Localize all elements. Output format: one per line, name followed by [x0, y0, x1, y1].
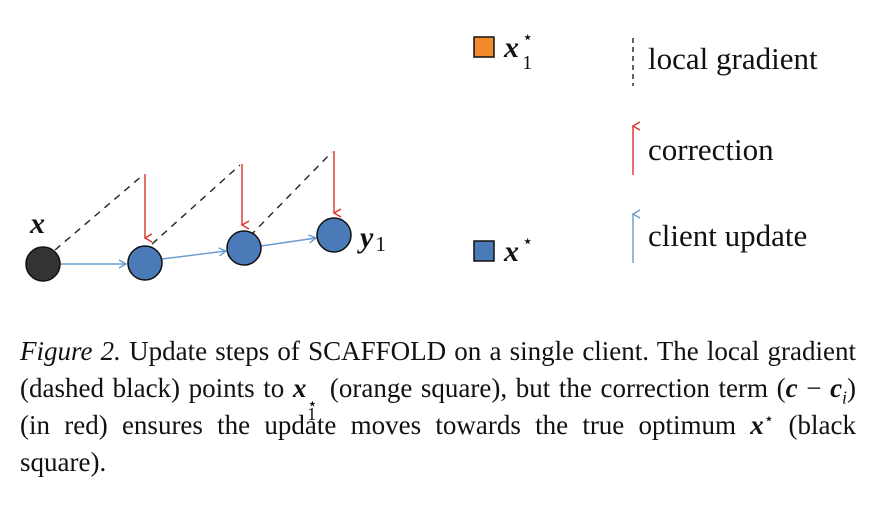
- legend-local-gradient-text: local gradient: [648, 41, 818, 76]
- end-label: y1: [357, 221, 386, 256]
- legend-x1-star-label: x⋆1: [503, 27, 533, 74]
- legend-x1-star-square: [473, 36, 495, 58]
- update-arrow-3: [260, 234, 318, 247]
- caption-part-4: (black square).: [20, 410, 856, 477]
- legend-client-update-text: client update: [648, 218, 807, 253]
- local-gradient-line-2: [151, 164, 241, 245]
- caption-math-c: c: [785, 373, 798, 403]
- caption-part-2: (orange square), but the correction term…: [321, 373, 786, 403]
- caption-math-x-star: x⋆: [750, 409, 775, 440]
- caption-part-3: ) (in red) ensures the update moves towa…: [20, 373, 856, 440]
- client-node-2: [226, 230, 262, 266]
- caption-label: Figure 2.: [20, 336, 121, 366]
- legend-correction-text: correction: [648, 132, 774, 167]
- local-gradient-line-3: [249, 151, 333, 237]
- caption-part-1: Update steps of SCAFFOLD on a single cli…: [20, 336, 856, 403]
- legend-x-star-label: x⋆: [503, 231, 533, 268]
- client-node-3: [316, 217, 352, 253]
- start-node: [25, 246, 61, 282]
- local-gradient-line-1: [54, 174, 144, 251]
- caption-math-x1-star: x⋆1: [292, 373, 318, 425]
- caption-math-ci: ci: [830, 373, 847, 408]
- update-arrow-2: [161, 247, 228, 260]
- legend-x-star-square: [473, 240, 495, 262]
- figure-caption: Figure 2. Update steps of SCAFFOLD on a …: [20, 333, 856, 481]
- caption-math-op: −: [797, 373, 831, 403]
- start-label: x: [29, 207, 45, 240]
- client-node-1: [127, 245, 163, 281]
- scaffold-diagram: x y1 x⋆1 x⋆ local gradient correction cl…: [25, 27, 818, 282]
